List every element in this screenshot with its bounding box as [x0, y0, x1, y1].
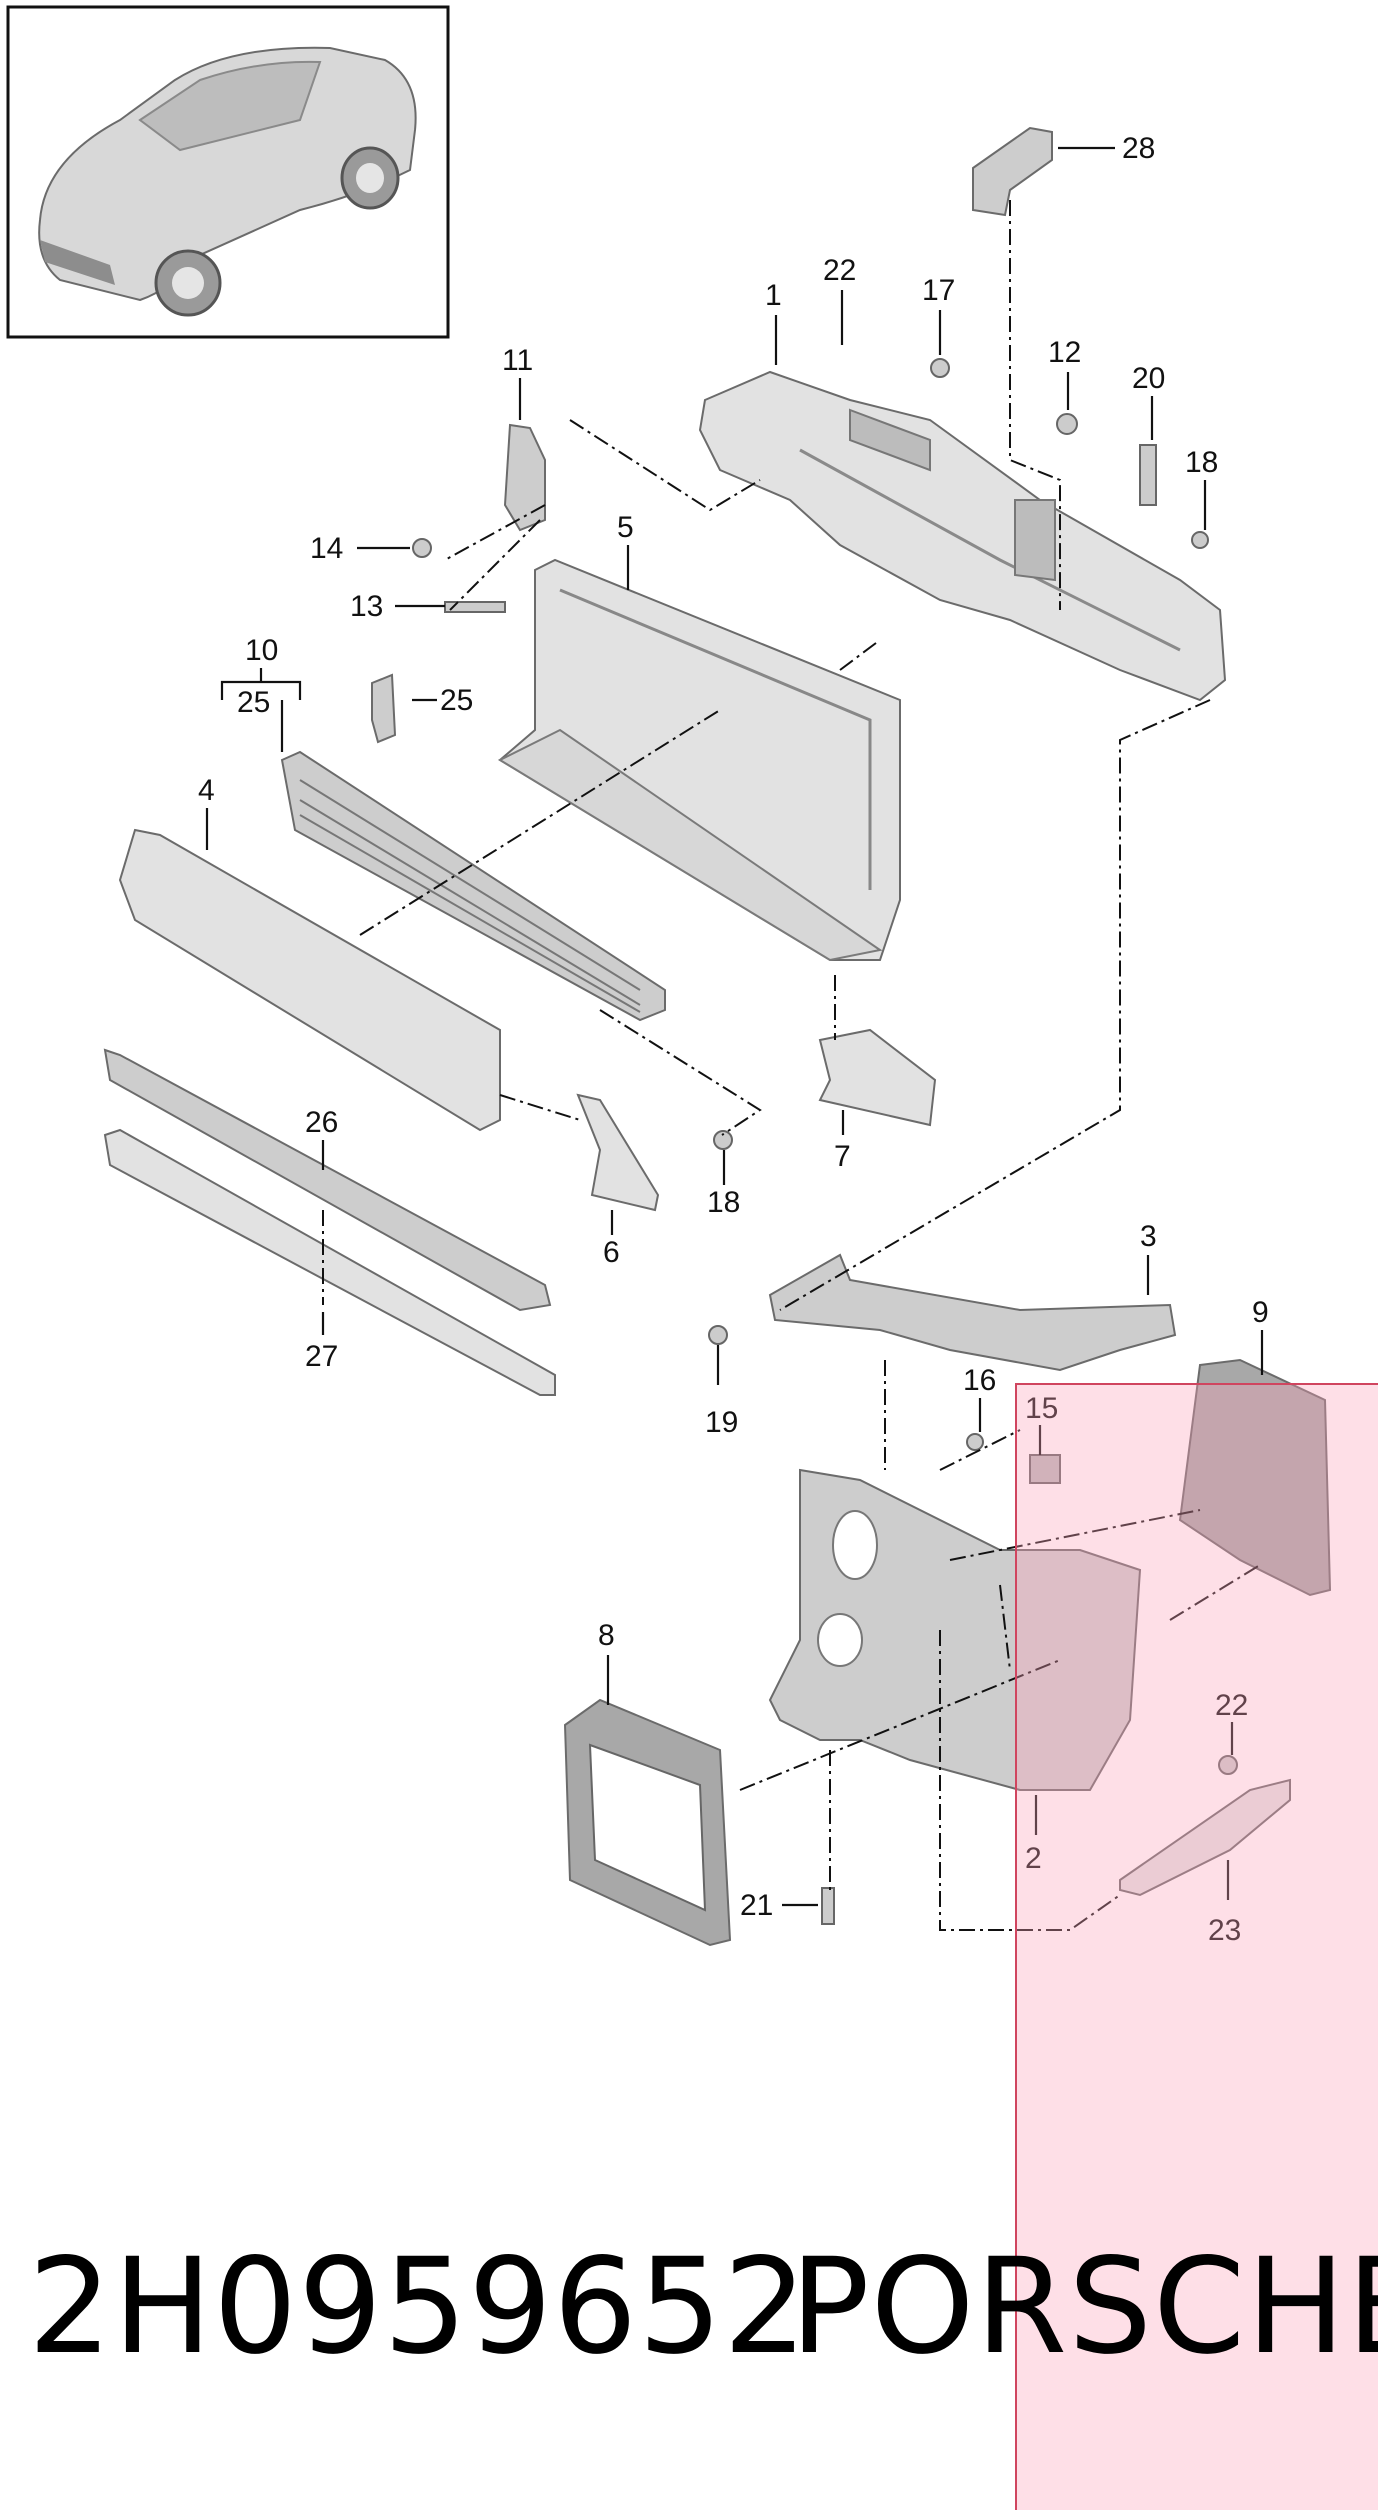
part-9-shape	[1178, 1358, 1332, 1597]
callout-13: 13	[350, 590, 383, 623]
callout-26: 26	[305, 1106, 338, 1139]
callout-9: 9	[1252, 1296, 1269, 1329]
assembly-lines	[322, 200, 1261, 1931]
highlight-overlay	[1015, 1383, 1378, 2510]
callout-10: 10	[245, 634, 278, 667]
callout-17: 17	[922, 274, 955, 307]
part-23-shape	[1119, 1778, 1291, 1897]
callout-12: 12	[1048, 336, 1081, 369]
part-1-carrier-shape	[698, 370, 1227, 702]
callout-2: 2	[1025, 1842, 1042, 1875]
fasteners	[412, 358, 1238, 1925]
part-8-shape	[563, 1698, 732, 1947]
part-5-frame-shape	[497, 558, 901, 962]
callout-19: 19	[705, 1406, 738, 1439]
vehicle-thumbnail	[6, 5, 450, 339]
part-11-bracket-shape	[503, 423, 546, 532]
part-28-shape	[972, 126, 1053, 217]
callout-22-right: 22	[1215, 1689, 1248, 1722]
callout-6: 6	[603, 1236, 620, 1269]
part-7-shape	[818, 1028, 937, 1127]
callout-18-bottom: 18	[707, 1186, 740, 1219]
part-6-shape	[576, 1093, 660, 1212]
callout-labels: 1 2 3 4 5 6 7 8 9 10 25 11 12 13 14 15 1…	[198, 132, 1269, 1947]
callout-10-sub-25: 25	[237, 686, 270, 719]
callout-11: 11	[502, 344, 533, 377]
part-number: 2H0959652	[28, 2230, 809, 2384]
callout-15: 15	[1025, 1392, 1058, 1425]
callout-3: 3	[1140, 1220, 1157, 1253]
callout-4: 4	[198, 774, 215, 807]
callout-23: 23	[1208, 1914, 1241, 1947]
part-25-small-shape	[371, 673, 397, 744]
part-26-27-trim-shape	[103, 1048, 556, 1396]
callout-18-top: 18	[1185, 446, 1218, 479]
brand-name: PORSCHE	[790, 2230, 1378, 2384]
callout-28: 28	[1122, 132, 1155, 165]
part-4-deflector-shape	[118, 828, 501, 1132]
callout-16: 16	[963, 1364, 996, 1397]
callout-27: 27	[305, 1340, 338, 1373]
callout-14: 14	[310, 532, 343, 565]
callout-1: 1	[765, 279, 782, 312]
callout-8: 8	[598, 1619, 615, 1652]
leader-lines	[205, 146, 1264, 1907]
callout-5: 5	[617, 511, 634, 544]
callout-7: 7	[834, 1140, 851, 1173]
part-2-carrier-shape	[768, 1468, 1142, 1791]
footer-caption: 2H0959652 PORSCHE	[0, 2232, 1378, 2392]
callout-20: 20	[1132, 362, 1165, 395]
callout-22-top: 22	[823, 254, 856, 287]
callout-25: 25	[440, 684, 473, 717]
part-10-shutter-shape	[280, 750, 666, 1022]
part-3-shape	[768, 1253, 1177, 1372]
callout-21: 21	[740, 1889, 773, 1922]
